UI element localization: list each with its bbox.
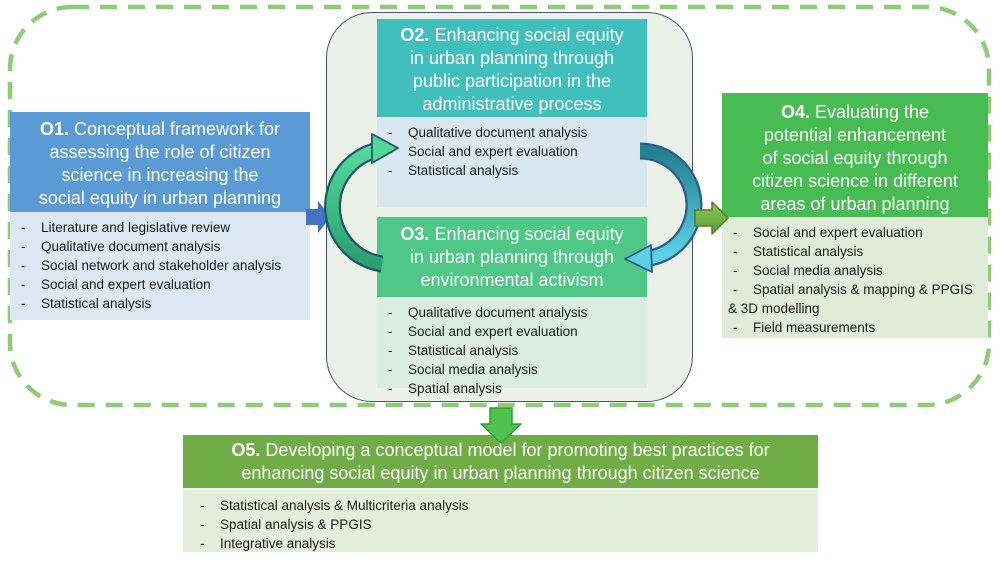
objective-box-o5: O5. Developing a conceptual model for pr… (183, 435, 818, 552)
dash-bullet: - (733, 320, 738, 335)
list-item: -Qualitative document analysis (383, 303, 643, 322)
list-item: -Qualitative document analysis (383, 123, 643, 142)
dash-bullet: - (21, 239, 26, 254)
dash-bullet: - (388, 343, 393, 358)
o2-method-list: -Qualitative document analysis -Social a… (377, 117, 647, 207)
o4-method-list: -Social and expert evaluation -Statistic… (722, 217, 988, 338)
dash-bullet: - (200, 517, 205, 532)
list-item: -Social and expert evaluation (16, 275, 306, 294)
o2-title: Enhancing social equity in urban plannin… (409, 25, 624, 114)
objective-box-o3: O3. Enhancing social equity in urban pla… (377, 217, 647, 396)
dash-bullet: - (388, 163, 393, 178)
o1-label: O1. (39, 119, 69, 139)
dash-bullet: - (200, 498, 205, 513)
list-item: -Spatial analysis & mapping & PPGIS & 3D… (728, 282, 973, 316)
list-item: -Spatial analysis (383, 379, 643, 398)
dash-bullet: - (388, 324, 393, 339)
dash-bullet: - (21, 220, 26, 235)
dash-bullet: - (21, 296, 26, 311)
o3-method-list: -Qualitative document analysis -Social a… (377, 297, 647, 396)
dash-bullet: - (388, 362, 393, 377)
dash-bullet: - (388, 125, 393, 140)
o2-label: O2. (400, 25, 430, 45)
list-item: -Literature and legislative review (16, 218, 306, 237)
dash-bullet: - (733, 282, 738, 297)
list-item: -Statistical analysis (728, 242, 984, 261)
objective-box-o4: O4. Evaluating the potential enhancement… (722, 93, 988, 338)
dash-bullet: - (388, 381, 393, 396)
list-item: -Social network and stakeholder analysis (16, 256, 306, 275)
list-item: -Statistical analysis (16, 294, 306, 313)
o5-label: O5. (231, 440, 261, 460)
list-item: -Spatial analysis & PPGIS (195, 515, 814, 534)
dash-bullet: - (388, 305, 393, 320)
o3-label: O3. (400, 224, 430, 244)
o5-method-list: -Statistical analysis & Multicriteria an… (183, 488, 818, 552)
o4-header: O4. Evaluating the potential enhancement… (722, 93, 988, 217)
o1-header: O1. Conceptual framework for assessing t… (10, 112, 310, 212)
o2-header: O2. Enhancing social equity in urban pla… (377, 19, 647, 117)
objective-box-o1: O1. Conceptual framework for assessing t… (10, 112, 310, 320)
list-item: -Statistical analysis (383, 161, 643, 180)
o1-title: Conceptual framework for assessing the r… (38, 119, 282, 208)
list-item: -Statistical analysis & Multicriteria an… (195, 496, 814, 515)
list-item: -Social and expert evaluation (383, 322, 643, 341)
list-item: -Field measurements (728, 318, 984, 337)
list-item: -Social media analysis (728, 261, 984, 280)
list-item: -Statistical analysis (383, 341, 643, 360)
list-item: -Social media analysis (383, 360, 643, 379)
list-item: -Qualitative document analysis (16, 237, 306, 256)
list-item: -Integrative analysis (195, 534, 814, 553)
dash-bullet: - (388, 144, 393, 159)
o5-header: O5. Developing a conceptual model for pr… (183, 435, 818, 488)
dash-bullet: - (21, 258, 26, 273)
o3-title: Enhancing social equity in urban plannin… (409, 224, 624, 290)
objective-box-o2: O2. Enhancing social equity in urban pla… (377, 19, 647, 207)
dash-bullet: - (200, 536, 205, 551)
o5-title: Developing a conceptual model for promot… (241, 440, 770, 483)
dash-bullet: - (733, 244, 738, 259)
dash-bullet: - (733, 225, 738, 240)
o3-header: O3. Enhancing social equity in urban pla… (377, 217, 647, 297)
dash-bullet: - (21, 277, 26, 292)
o4-label: O4. (780, 102, 810, 122)
o1-method-list: -Literature and legislative review -Qual… (10, 212, 310, 320)
list-item: -Social and expert evaluation (383, 142, 643, 161)
list-item: -Social and expert evaluation (728, 223, 984, 242)
dash-bullet: - (733, 263, 738, 278)
